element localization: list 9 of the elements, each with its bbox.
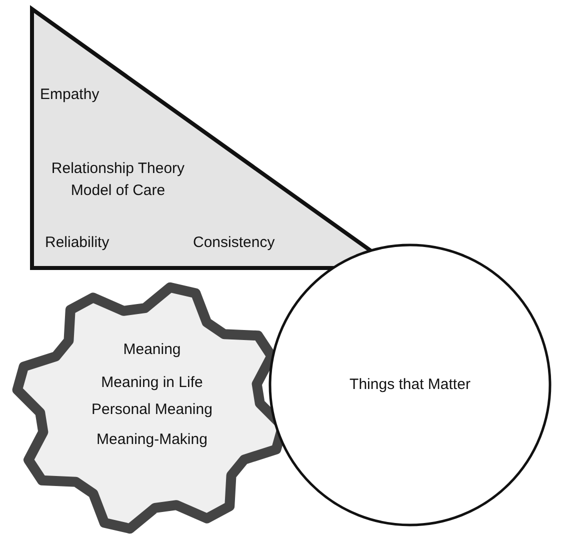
node-text: Empathy (40, 85, 100, 105)
node-text: Meaning (123, 340, 181, 360)
node-text: Personal Meaning (92, 400, 212, 420)
node-text: Relationship Theory Model of Care (50, 159, 186, 201)
node-text: Meaning in Life (101, 373, 203, 393)
node-text: Things that Matter (350, 375, 470, 395)
node-text: Consistency (193, 233, 275, 253)
node-text: Meaning-Making (96, 430, 208, 450)
node-text: Reliability (45, 233, 110, 253)
